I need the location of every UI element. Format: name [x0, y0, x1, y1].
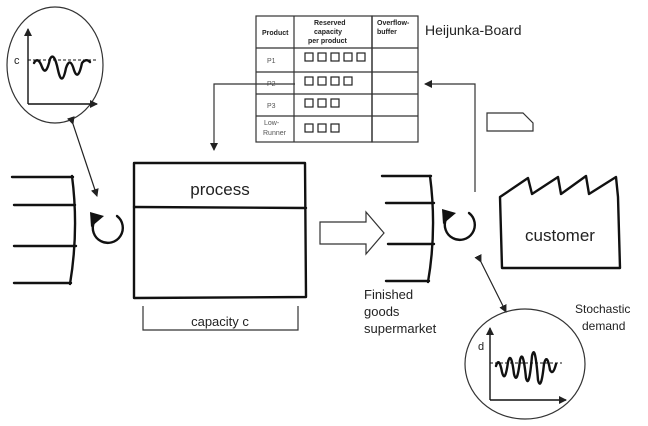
board-header-reserved: Reserved [314, 20, 346, 27]
customer-label: customer [525, 226, 595, 245]
customer-factory-icon: customer [500, 176, 620, 268]
board-row-product: Runner [263, 130, 287, 137]
kanban-slot [305, 99, 313, 107]
cycle-arrowhead [442, 209, 456, 224]
capacity-bracket: capacity c [143, 306, 298, 330]
kanban-slot [331, 77, 339, 85]
board-header-reserved: capacity [314, 29, 342, 36]
capacity-axis-label: c [14, 55, 20, 67]
board-header-reserved: per product [308, 38, 348, 45]
demand-link-arrow [481, 262, 506, 312]
board-row-product: P3 [267, 103, 276, 110]
kanban-card-icon [487, 113, 533, 131]
capacity-link-arrow [73, 124, 97, 196]
process-box: process [134, 163, 306, 298]
kanban-slot [318, 124, 326, 132]
factory-outline [500, 176, 620, 268]
process-label: process [190, 180, 250, 199]
kanban-slot [305, 53, 313, 61]
kanban-slot [305, 77, 313, 85]
process-divider [134, 207, 306, 208]
supermarket-label: Finished [364, 287, 413, 302]
capacity-chart-bubble [7, 7, 103, 123]
kanban-slot [344, 77, 352, 85]
heijunka-board: Product Reserved capacity per product Ov… [256, 16, 418, 142]
board-slots [305, 53, 365, 132]
input-buffer-icon [12, 176, 76, 284]
board-header-overflow: Overflow- [377, 20, 410, 27]
board-title: Heijunka-Board [425, 22, 522, 38]
capacity-chart: c [7, 7, 103, 123]
demand-label: Stochastic [575, 302, 630, 316]
board-row-product: P1 [267, 58, 276, 65]
buffer-wall [70, 176, 75, 284]
demand-chart: d [465, 309, 585, 419]
kanban-slot [357, 53, 365, 61]
kanban-slot [318, 77, 326, 85]
kanban-slot [331, 53, 339, 61]
board-row-product: Low- [264, 120, 280, 127]
demand-label: demand [582, 319, 625, 333]
supermarket-wall [428, 176, 433, 282]
board-header-product: Product [262, 30, 289, 37]
kanban-slot [318, 99, 326, 107]
customer-to-board-arrow [425, 84, 475, 192]
kanban-slot [331, 99, 339, 107]
supermarket-label: goods [364, 304, 400, 319]
kanban-slot [318, 53, 326, 61]
board-header-overflow: buffer [377, 29, 397, 36]
kanban-slot [344, 53, 352, 61]
kanban-slot [305, 124, 313, 132]
demand-axis-label: d [478, 341, 484, 353]
flow-arrow-icon [320, 212, 384, 254]
cycle-icon [90, 212, 123, 243]
cycle-icon [442, 209, 475, 240]
cycle-arrowhead [90, 212, 104, 227]
demand-signal [496, 352, 556, 383]
capacity-signal [34, 57, 90, 79]
kanban-slot [331, 124, 339, 132]
capacity-label: capacity c [191, 314, 249, 329]
supermarket-icon [382, 176, 434, 282]
supermarket-label: supermarket [364, 321, 437, 336]
